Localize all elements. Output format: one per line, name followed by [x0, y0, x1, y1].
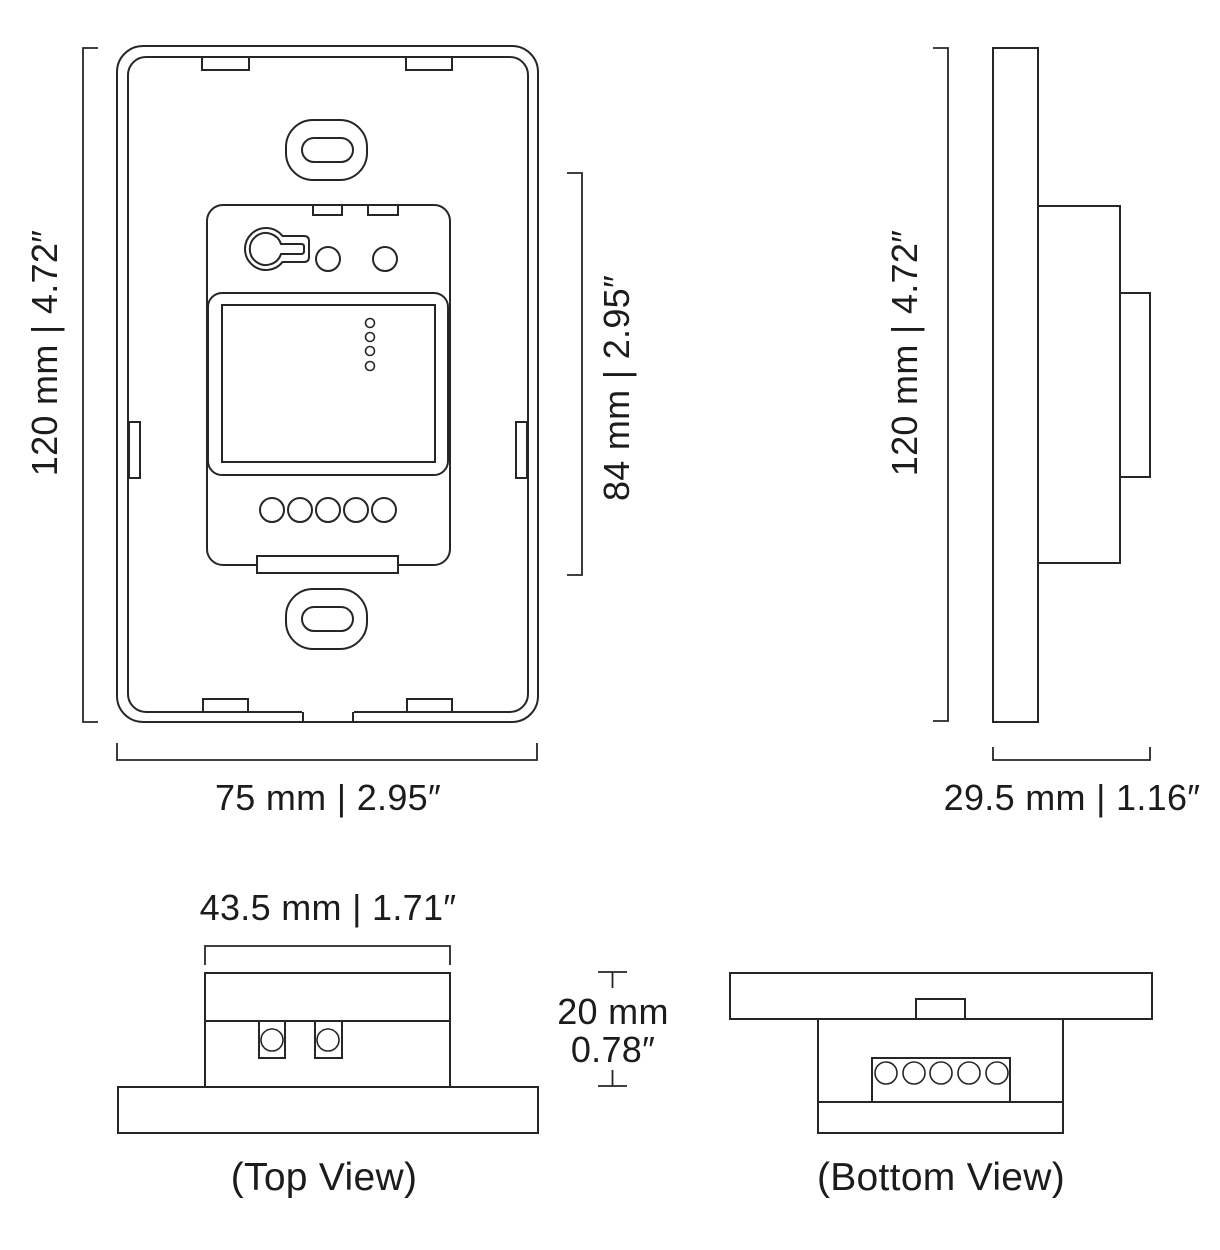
switch-module-body: [206, 204, 451, 566]
top-terminal-block-2: [314, 1020, 343, 1059]
mount-slot-bottom-inner: [301, 606, 354, 632]
bottom-terminal-hole-1: [874, 1061, 898, 1085]
screen-display: [221, 304, 436, 463]
plate-bottom-clip-right: [406, 698, 453, 713]
module-button-2: [372, 246, 398, 272]
bottom-connector-block: [871, 1057, 1011, 1103]
top-view: [117, 972, 539, 1134]
mount-slot-bottom-outer: [285, 588, 368, 650]
top-terminal-block-1: [258, 1020, 286, 1059]
terminal-hole-4: [343, 497, 369, 523]
front-height-dim-line: [82, 47, 98, 723]
side-wall-plate: [992, 47, 1039, 723]
top-width-dimension-label: 43.5 mm | 1.71″: [199, 887, 457, 928]
front-module-height-dimension-label: 84 mm | 2.95″: [596, 274, 637, 502]
bottom-terminal-hole-4: [957, 1061, 981, 1085]
led-dot-1: [364, 317, 376, 329]
led-dot-2: [364, 331, 376, 343]
wall-plate-outer: [116, 45, 539, 723]
top-depth-dimension-label: 20 mm 0.78″: [523, 993, 703, 1069]
top-width-dim-line: [204, 945, 451, 965]
bottom-terminal-hole-5: [985, 1061, 1009, 1085]
plate-side-clip-left: [128, 421, 141, 479]
dimension-lines: [82, 47, 1151, 1087]
terminal-hole-1: [259, 497, 285, 523]
side-depth-dim-line: [992, 747, 1151, 761]
bottom-terminal-hole-3: [929, 1061, 953, 1085]
side-depth-dimension-label: 29.5 mm | 1.16″: [943, 777, 1201, 818]
front-module-height-dim-line: [567, 172, 583, 576]
led-dot-4: [364, 360, 376, 372]
side-height-dim-line: [933, 47, 949, 722]
front-view: [116, 45, 539, 723]
led-indicators: [364, 317, 376, 372]
module-top-tab-left: [312, 204, 343, 216]
bottom-view: [729, 972, 1153, 1134]
bottom-terminal-hole-2: [902, 1061, 926, 1085]
top-view-caption: (Top View): [230, 1156, 418, 1199]
side-module-body: [1037, 205, 1121, 564]
top-depth-label-imperial: 0.78″: [570, 1029, 656, 1070]
bottom-wall-plate: [729, 972, 1153, 1020]
plate-bottom-clip-left: [202, 698, 249, 713]
plate-bottom-notch: [302, 712, 354, 722]
module-bottom-slot: [256, 555, 399, 574]
plate-top-clip-left: [201, 56, 250, 71]
side-module-rear: [1119, 292, 1151, 478]
side-view: [992, 47, 1151, 723]
terminal-hole-3: [315, 497, 341, 523]
module-top-tab-right: [367, 204, 399, 216]
terminal-hole-2: [287, 497, 313, 523]
top-terminal-hole-2: [316, 1028, 340, 1052]
module-button-1: [315, 246, 341, 272]
plate-bottom-notch-gap: [302, 707, 354, 716]
top-terminal-hole-1: [260, 1028, 284, 1052]
terminal-holes: [259, 497, 397, 523]
top-depth-label-metric: 20 mm: [557, 991, 669, 1032]
front-width-dimension-label: 75 mm | 2.95″: [214, 777, 442, 818]
mount-slot-top-inner: [301, 137, 354, 163]
screen-frame: [207, 292, 449, 476]
side-height-dimension-label: 120 mm | 4.72″: [884, 229, 925, 477]
top-module-body: [204, 972, 451, 1088]
top-depth-dim-line: [598, 971, 627, 1087]
keyhole-slot-icon: [244, 227, 310, 271]
top-wall-plate: [117, 1086, 539, 1134]
bottom-terminal-holes: [874, 1061, 1009, 1085]
plate-side-clip-right: [515, 421, 528, 479]
bottom-view-caption: (Bottom View): [816, 1156, 1066, 1199]
mount-slot-top-outer: [285, 119, 368, 181]
front-width-dim-line: [116, 743, 538, 761]
terminal-hole-5: [371, 497, 397, 523]
bottom-module-body: [817, 1018, 1064, 1134]
bottom-plate-tab: [915, 998, 966, 1020]
front-height-dimension-label: 120 mm | 4.72″: [24, 229, 65, 477]
plate-top-clip-right: [405, 56, 453, 71]
led-dot-3: [364, 345, 376, 357]
wall-plate-inner: [127, 56, 529, 713]
